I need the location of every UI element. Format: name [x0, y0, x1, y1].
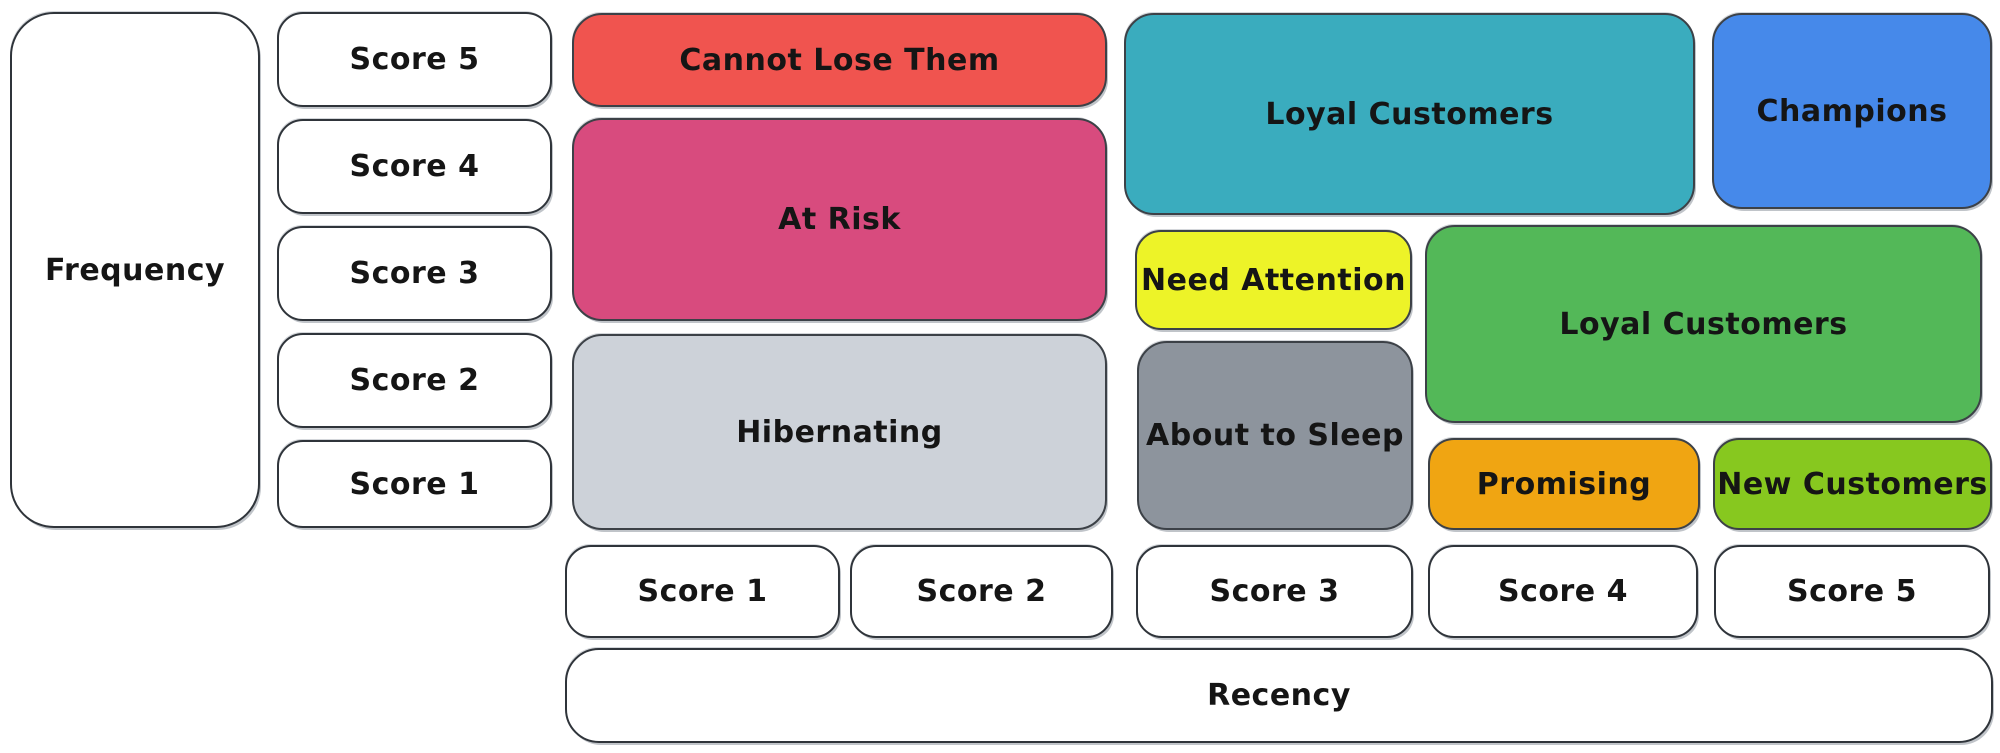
frequency-axis-title-box: Frequency [10, 12, 260, 528]
segment-champions-label: Champions [1756, 93, 1948, 129]
recency-score-1-box: Score 1 [565, 545, 840, 638]
segment-promising-label: Promising [1476, 466, 1652, 502]
frequency-score-5-box: Score 5 [277, 12, 552, 107]
recency-score-3-label: Score 3 [1209, 574, 1340, 609]
segment-loyal-customers-top: Loyal Customers [1124, 13, 1695, 215]
recency-score-5-box: Score 5 [1714, 545, 1990, 638]
frequency-score-4-label: Score 4 [349, 149, 480, 184]
recency-axis-title: Recency [1207, 678, 1351, 713]
segment-about-to-sleep-label: About to Sleep [1146, 418, 1404, 453]
segment-loyal-customers-mid: Loyal Customers [1425, 225, 1982, 423]
recency-score-5-label: Score 5 [1787, 574, 1917, 609]
segment-hibernating: Hibernating [572, 334, 1107, 530]
frequency-axis-title: Frequency [44, 252, 226, 288]
segment-promising: Promising [1428, 438, 1700, 530]
segment-need-attention-label: Need Attention [1141, 262, 1406, 298]
segment-hibernating-label: Hibernating [736, 414, 943, 450]
frequency-score-1-box: Score 1 [277, 440, 552, 528]
recency-score-4-box: Score 4 [1428, 545, 1698, 638]
recency-score-1-label: Score 1 [637, 574, 768, 609]
segment-cannot-lose-them: Cannot Lose Them [572, 13, 1107, 107]
frequency-score-2-box: Score 2 [277, 333, 552, 428]
frequency-score-2-label: Score 2 [349, 363, 480, 398]
recency-score-2-label: Score 2 [916, 574, 1047, 609]
recency-axis-title-box: Recency [565, 648, 1993, 743]
recency-score-4-label: Score 4 [1498, 574, 1628, 609]
segment-champions: Champions [1712, 13, 1992, 209]
recency-score-3-box: Score 3 [1136, 545, 1413, 638]
segment-loyal-customers-top-label: Loyal Customers [1265, 96, 1554, 132]
segment-about-to-sleep: About to Sleep [1137, 341, 1413, 530]
segment-at-risk-label: At Risk [778, 202, 901, 237]
frequency-score-3-box: Score 3 [277, 226, 552, 321]
segment-cannot-lose-them-label: Cannot Lose Them [679, 42, 1000, 78]
recency-score-2-box: Score 2 [850, 545, 1113, 638]
frequency-score-4-box: Score 4 [277, 119, 552, 214]
frequency-score-1-label: Score 1 [349, 466, 480, 502]
segment-need-attention: Need Attention [1135, 230, 1412, 330]
segment-new-customers-label: New Customers [1717, 466, 1988, 502]
frequency-score-5-label: Score 5 [349, 42, 480, 77]
segment-loyal-customers-mid-label: Loyal Customers [1559, 306, 1848, 342]
segment-new-customers: New Customers [1713, 438, 1992, 530]
segment-at-risk: At Risk [572, 118, 1107, 321]
frequency-score-3-label: Score 3 [349, 256, 480, 291]
